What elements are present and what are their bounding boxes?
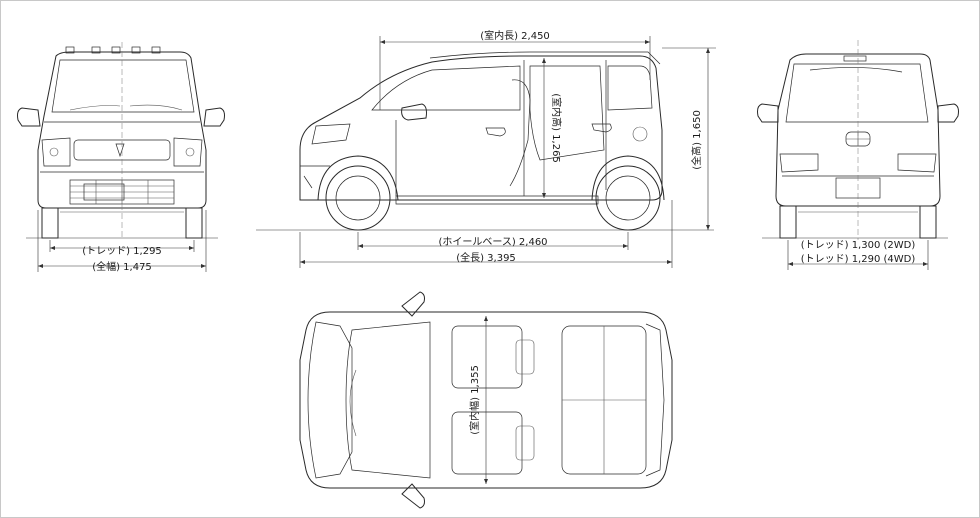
right-mirror	[203, 107, 225, 127]
rear-spoiler-lamp	[843, 55, 867, 62]
overall-height-dimension-line	[662, 47, 716, 230]
rear-tread-2wd-label: (トレッド) 1,300 (2WD)	[801, 240, 916, 251]
rear-left-tire	[779, 205, 797, 239]
front-wheel	[325, 165, 391, 231]
left-front-tire	[41, 207, 59, 239]
rear-wiper	[809, 67, 903, 73]
right-lamp-bulb	[185, 147, 195, 157]
left-headlamp	[41, 137, 71, 167]
left-tail-lamp	[779, 153, 819, 173]
front-body-outline	[37, 51, 207, 209]
emblem-icon	[115, 143, 125, 158]
interior-width-label: (室内幅) 1,355	[468, 365, 481, 435]
rear-left-mirror	[757, 103, 779, 123]
front-view	[17, 42, 225, 272]
side-body-outline	[299, 55, 663, 201]
interior-height-label: (室内高) 1,265	[550, 93, 563, 163]
wheelbase-dimension-line	[357, 232, 629, 250]
front-tread-label: (トレッド) 1,295	[82, 246, 162, 257]
front-seat-silhouette	[509, 79, 531, 187]
front-door-handle	[485, 127, 506, 137]
roof-rail-mark	[131, 46, 141, 54]
top-wiper	[349, 369, 357, 437]
rear-body-outline	[775, 53, 941, 207]
wheelbase-label: (ホイールベース) 2,460	[438, 236, 547, 248]
front-side-window	[371, 65, 521, 111]
right-tail-lamp	[897, 153, 937, 173]
top-windshield	[345, 321, 431, 479]
rear-door-window	[529, 65, 605, 161]
side-headlamp	[311, 123, 351, 145]
rear-view	[757, 40, 959, 270]
wiper-blades	[69, 104, 183, 111]
front-tread-dimension-line	[49, 240, 195, 252]
front-seat-left	[451, 325, 523, 389]
door-seams	[395, 60, 607, 196]
top-hood	[307, 321, 353, 479]
rear-door-handle	[591, 123, 612, 133]
interior-length-label: (室内長) 2,450	[480, 29, 550, 42]
overall-width-label: (全幅) 1,475	[92, 260, 152, 273]
side-view	[256, 36, 716, 268]
left-mirror	[17, 107, 41, 127]
roof-rail-mark	[65, 46, 75, 54]
front-seat-right	[451, 411, 523, 475]
rear-seat-split	[562, 326, 646, 474]
top-body-outline	[299, 311, 673, 489]
front-windshield	[51, 59, 195, 113]
roof-rail-mark	[151, 46, 161, 54]
rear-right-mirror	[937, 103, 959, 123]
rear-right-tire	[919, 205, 937, 239]
headrest-right	[515, 425, 535, 461]
overall-height-label: (全高) 1,650	[690, 110, 703, 170]
front-wheel-rim	[335, 175, 381, 221]
license-plate	[83, 183, 125, 201]
rear-window	[785, 63, 929, 123]
front-wheel-arch	[317, 155, 399, 201]
rear-wheel-rim	[605, 175, 651, 221]
right-front-tire	[185, 207, 203, 239]
rear-tread-dimension-line	[787, 240, 929, 270]
roof-rail	[429, 51, 661, 65]
overall-length-label: (全長) 3,395	[456, 251, 516, 264]
top-rear-gate	[645, 323, 665, 477]
rear-tread-4wd-label: (トレッド) 1,290 (4WD)	[801, 254, 916, 265]
side-sill	[395, 195, 599, 205]
overall-width-dimension-line	[37, 210, 207, 272]
quarter-window	[607, 65, 653, 111]
roof-rail-mark	[91, 46, 101, 54]
fuel-lid	[632, 126, 648, 142]
rear-wheel	[595, 165, 661, 231]
roof-rail-mark	[111, 46, 121, 54]
front-bumper-detail	[300, 165, 330, 189]
top-left-mirror	[401, 291, 425, 317]
top-view	[299, 291, 673, 509]
side-mirror	[401, 103, 427, 121]
top-right-mirror	[401, 483, 425, 509]
headrest-left	[515, 339, 535, 375]
left-lamp-bulb	[49, 147, 59, 157]
right-headlamp	[173, 137, 203, 167]
interior-length-dimension-line	[379, 36, 651, 110]
rear-wheel-arch	[591, 155, 665, 201]
